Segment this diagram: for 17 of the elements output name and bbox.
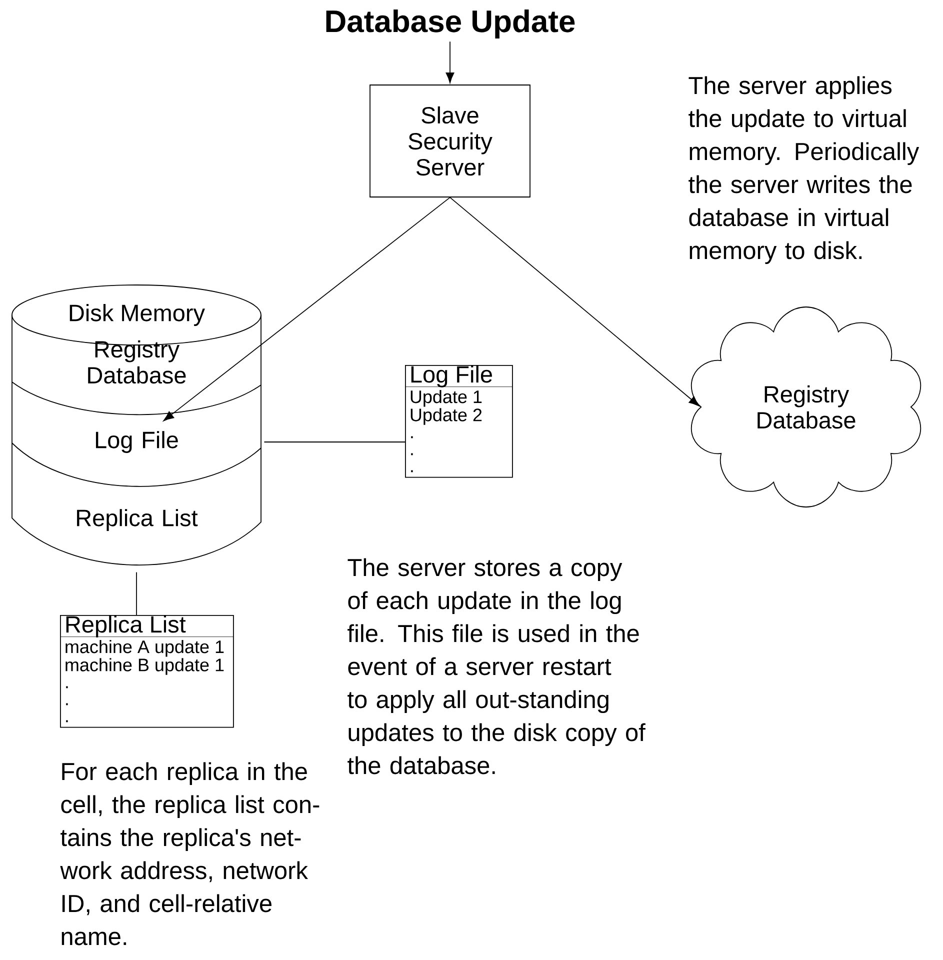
- note-text: The server stores a copy of each update in the log file. This file is used in the event of a server restart to apply all out-standing updates to the disk copy of the database.: [348, 558, 646, 774]
- title-text: Database Update: [326, 10, 575, 38]
- log-table: Log File Update 1 Update 2 . . .: [405, 365, 513, 478]
- disk-section: Replica List: [77, 509, 198, 531]
- disk-section: Disk Memory: [70, 304, 205, 326]
- disk-section: Registry Database: [88, 340, 186, 384]
- disk-cylinder: [12, 284, 262, 566]
- arrow: [450, 197, 700, 406]
- replica-table: Replica List machine A update 1 machine B update 1 . . .: [60, 615, 234, 728]
- database-cloud: Registry Database: [691, 306, 922, 508]
- note-text: For each replica in the cell, the replica list con-tains the replica's net-work address, network ID, and cell-relative name.: [60, 762, 320, 946]
- note-text: The server applies the update to virtual memory. Periodically the server writes the database in virtual memory to disk.: [688, 76, 920, 264]
- disk-section: Log File: [96, 431, 178, 453]
- server-box: Slave Security Server: [370, 84, 530, 198]
- connector-line: [136, 572, 137, 616]
- arrow: [446, 41, 454, 84]
- arrow: [163, 197, 450, 422]
